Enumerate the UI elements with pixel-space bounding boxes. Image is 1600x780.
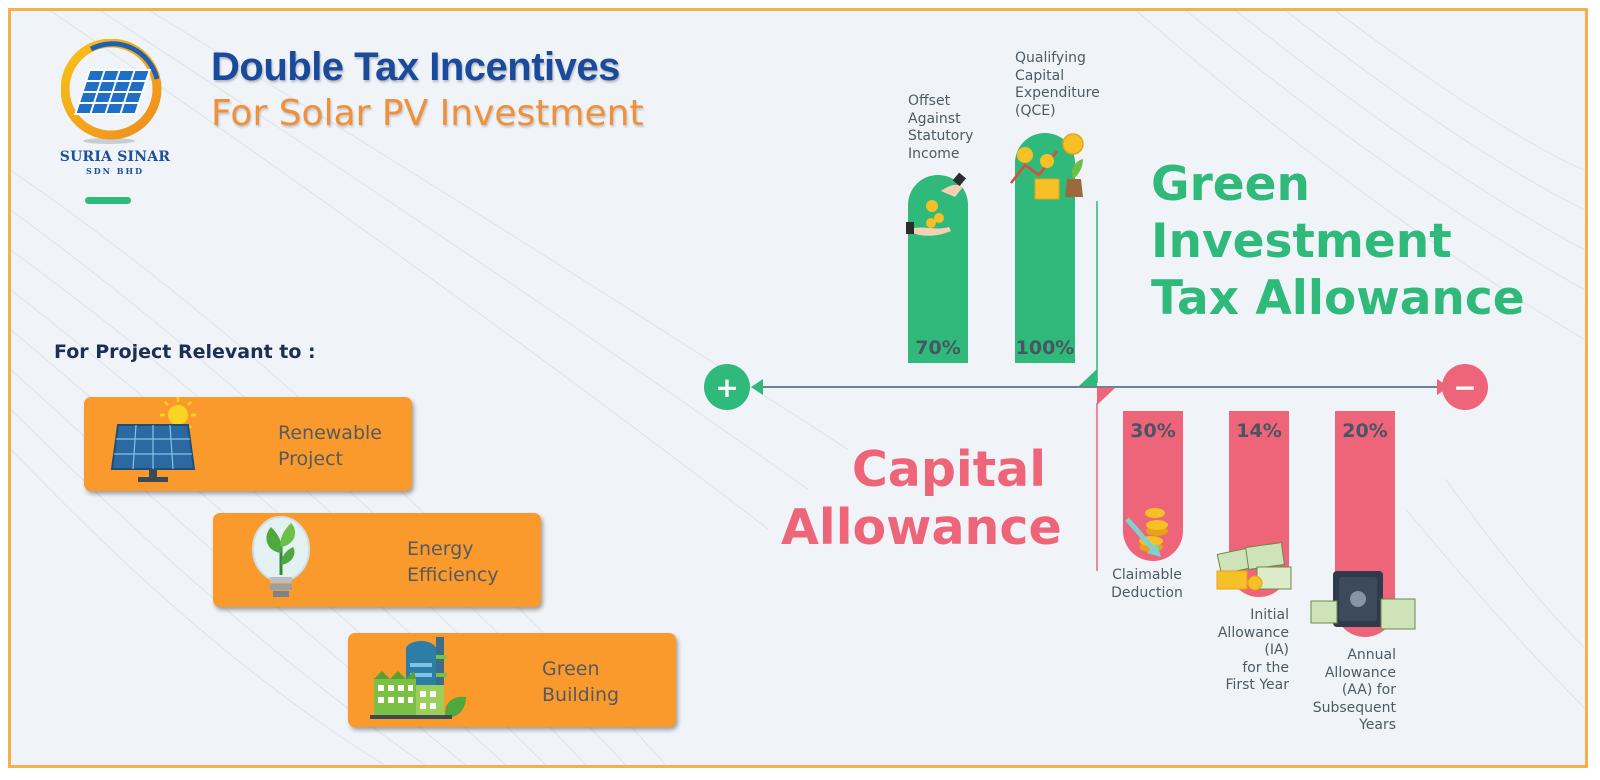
gita-bar-label-qce: Qualifying Capital Expenditure (QCE) — [1015, 50, 1100, 120]
ca-bar-label-initial: Initial Allowance (IA) for the First Yea… — [1199, 607, 1289, 695]
label-line: for the — [1242, 659, 1289, 676]
label-line: Annual — [1347, 647, 1396, 663]
growth-coins-icon — [1010, 133, 1084, 200]
ca-title-line: Allowance — [781, 499, 1062, 556]
ca-bar-pct: 14% — [1236, 420, 1281, 442]
page-title: Double Tax Incentives — [211, 45, 620, 89]
label-line: Income — [908, 145, 960, 162]
plus-symbol: + — [715, 371, 738, 404]
minus-icon — [1442, 364, 1488, 410]
minus-symbol: − — [1453, 371, 1476, 404]
hand-coins-icon — [906, 172, 967, 236]
ca-title-line: Capital — [851, 441, 1046, 498]
project-card-energy: Energy Efficiency — [213, 513, 541, 607]
company-subname: SDN BHD — [85, 166, 145, 176]
gita-bar-100: 100% — [1015, 133, 1075, 363]
project-label-line: Building — [542, 684, 620, 706]
label-line: Subsequent — [1312, 699, 1396, 716]
label-line: Initial — [1250, 607, 1289, 623]
label-line: Capital — [1015, 67, 1065, 84]
gita-title-line: Tax Allowance — [1151, 271, 1525, 326]
project-label-line: Energy — [407, 538, 474, 560]
axis-corner-green — [1079, 369, 1097, 386]
gita-bar-70: 70% — [908, 175, 968, 363]
money-stack-icon — [1216, 542, 1292, 591]
gita-bar-shape — [908, 175, 968, 363]
label-line: Allowance — [1217, 624, 1289, 641]
axis-corner-red — [1097, 388, 1115, 405]
project-label-building: Green Building — [542, 656, 672, 708]
project-label-renewable: Renewable Project — [278, 420, 408, 472]
gita-bar-pct: 100% — [1016, 337, 1075, 359]
safe-money-icon — [1310, 571, 1416, 630]
gita-title: Green Investment Tax Allowance — [1151, 156, 1525, 327]
label-line: Expenditure — [1015, 85, 1100, 101]
company-name: SURIA SINAR — [59, 149, 171, 165]
ca-bar-30: 30% — [1123, 411, 1183, 561]
label-line: Allowance — [1324, 664, 1396, 681]
project-label-line: Project — [278, 448, 344, 470]
label-line: Against — [908, 110, 961, 127]
project-card-renewable: Renewable Project — [84, 397, 412, 491]
label-line: First Year — [1225, 677, 1289, 693]
project-card-building: Green Building — [348, 633, 676, 727]
gita-bar-shape — [1015, 133, 1075, 363]
green-building-icon — [370, 637, 466, 719]
ca-bar-shape — [1123, 411, 1183, 561]
gita-title-line: Investment — [1151, 214, 1452, 269]
project-label-line: Efficiency — [407, 564, 499, 586]
label-line: Qualifying — [1015, 50, 1086, 66]
ca-title: Capital Allowance — [781, 441, 1062, 557]
page-subtitle: For Solar PV Investment — [211, 93, 644, 134]
project-label-line: Green — [542, 658, 600, 680]
axis-left-arrow — [751, 379, 763, 395]
label-line: (AA) for — [1341, 682, 1396, 698]
company-logo — [61, 39, 162, 144]
projects-heading: For Project Relevant to : — [54, 341, 316, 363]
incentive-diagram: + − 70% 100% — [704, 133, 1488, 637]
label-line: (IA) — [1264, 642, 1289, 658]
gita-bar-label-offset: Offset Against Statutory Income — [908, 93, 973, 163]
ca-bar-pct: 30% — [1130, 420, 1175, 442]
lightbulb-plant-icon — [252, 516, 310, 597]
project-label-energy: Energy Efficiency — [407, 536, 537, 588]
gita-bar-pct: 70% — [915, 337, 960, 359]
coins-down-icon — [1125, 508, 1168, 557]
gita-title-line: Green — [1151, 157, 1310, 212]
project-label-line: Renewable — [278, 422, 382, 444]
label-line: Deduction — [1111, 584, 1183, 601]
ca-bar-pct: 20% — [1342, 420, 1387, 442]
label-line: Years — [1359, 717, 1396, 733]
label-line: Claimable — [1112, 567, 1182, 583]
ca-bar-label-claimable: Claimable Deduction — [1103, 567, 1191, 602]
plus-icon — [704, 364, 750, 410]
ca-bar-label-annual: Annual Allowance (AA) for Subsequent Yea… — [1301, 647, 1396, 735]
label-line: Statutory — [908, 128, 974, 144]
infographic-frame: SURIA SINAR SDN BHD Double Tax Incentive… — [8, 8, 1588, 768]
label-line: (QCE) — [1015, 102, 1056, 119]
label-line: Offset — [908, 93, 951, 109]
logo-divider — [85, 197, 131, 204]
solar-panel-icon — [110, 397, 196, 482]
